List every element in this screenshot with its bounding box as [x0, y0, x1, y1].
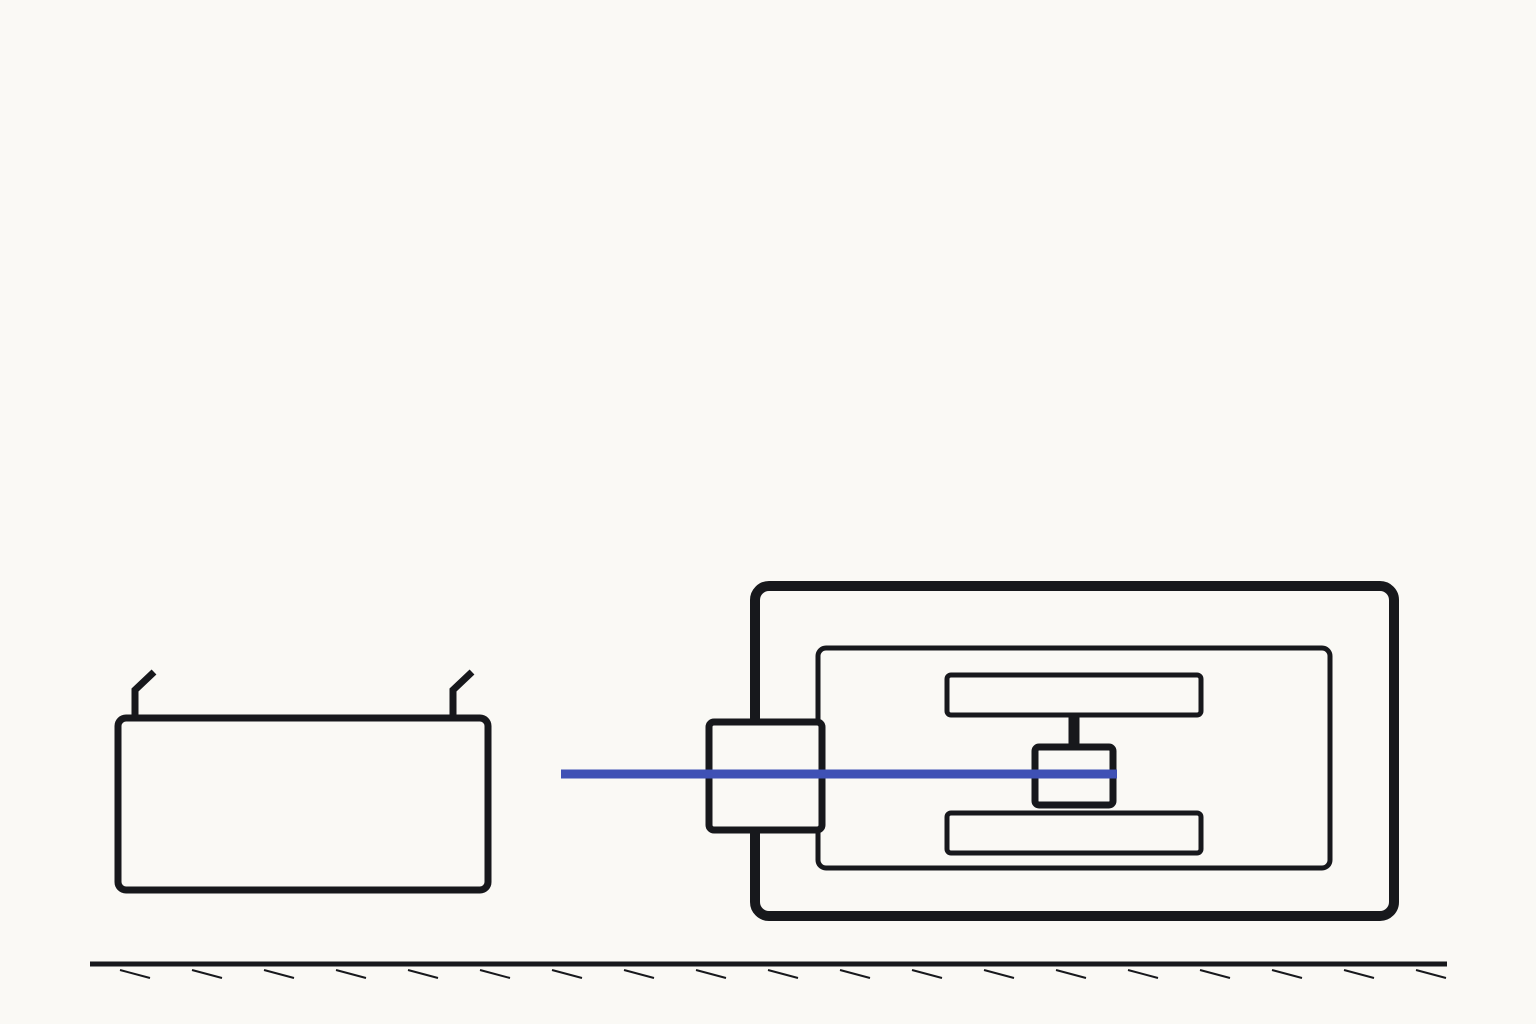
ground-hatch	[1055, 969, 1087, 979]
ground-hatch	[839, 969, 871, 979]
ground-hatch	[1271, 969, 1303, 979]
ground	[90, 961, 1447, 979]
ground-hatches	[119, 969, 1447, 979]
ground-hatch	[1415, 969, 1447, 979]
ground-hatch	[335, 969, 367, 979]
ground-hatch	[623, 969, 655, 979]
ground-hatch	[1127, 969, 1159, 979]
ground-hatch	[1343, 969, 1375, 979]
battery-body	[114, 714, 492, 894]
ground-hatch	[191, 969, 223, 979]
ground-hatch	[479, 969, 511, 979]
ground-hatch	[767, 969, 799, 979]
ground-hatch	[119, 969, 151, 979]
ground-hatch	[1199, 969, 1231, 979]
battery	[114, 669, 492, 894]
lower-plate	[944, 810, 1204, 856]
ground-hatch	[911, 969, 943, 979]
upper-plate	[944, 672, 1204, 718]
ground-hatch	[695, 969, 727, 979]
ground-hatch	[407, 969, 439, 979]
battery-terminal-right	[449, 669, 475, 720]
ground-hatch	[983, 969, 1015, 979]
battery-terminal-left	[131, 669, 157, 720]
ground-hatch	[263, 969, 295, 979]
inner-housing	[815, 645, 1333, 871]
ground-hatch	[551, 969, 583, 979]
